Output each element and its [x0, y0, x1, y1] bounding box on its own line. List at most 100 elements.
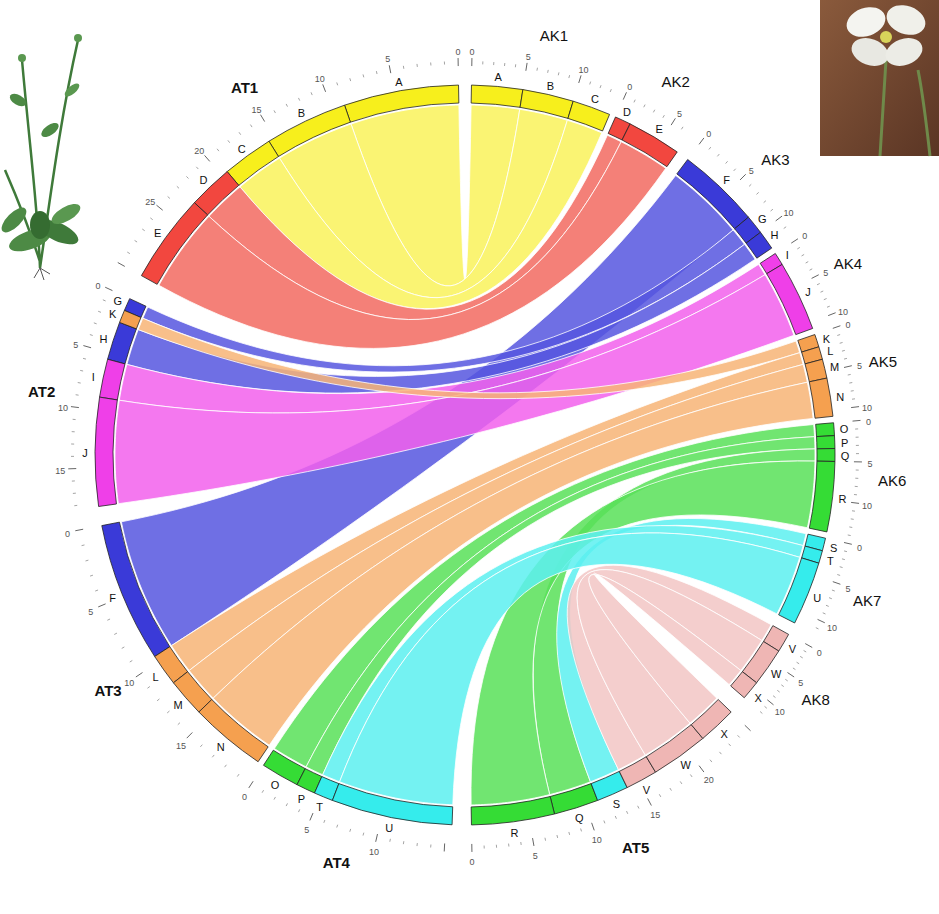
scale-number: 10 — [775, 702, 785, 718]
scale-number: 5 — [526, 47, 531, 63]
scale-tick — [648, 798, 652, 805]
scale-tick — [122, 647, 125, 648]
scale-tick — [709, 147, 711, 149]
block-letter: A — [395, 77, 402, 88]
scale-tick — [74, 505, 77, 506]
scale-tick — [200, 745, 202, 747]
scale-tick — [842, 350, 845, 352]
scale-number: 5 — [749, 161, 754, 177]
chromosome-name: AK2 — [662, 74, 690, 89]
block-label: W — [771, 665, 781, 681]
scale-number: 5 — [857, 356, 862, 372]
scale-tick — [311, 92, 312, 95]
scale-number: 10 — [369, 842, 379, 858]
scale-tick — [852, 510, 855, 511]
scale-tick — [826, 605, 829, 606]
scale-tick — [592, 823, 595, 831]
scale-tick — [336, 82, 338, 85]
scale-tick — [239, 132, 241, 134]
block-label: S — [613, 795, 620, 811]
chromosome-name: AK1 — [540, 28, 568, 44]
scale-number: 25 — [145, 192, 155, 208]
block-letter: M — [174, 700, 183, 711]
scale-tick — [851, 502, 859, 504]
scale-tick — [833, 582, 841, 585]
scale-number: 0 — [706, 130, 711, 139]
scale-tick — [72, 480, 75, 481]
scale-number: 5 — [88, 602, 93, 618]
chromosome-name: AT3 — [94, 683, 121, 698]
synteny-ribbon — [471, 461, 815, 805]
scale-tick — [844, 358, 847, 360]
scale-number: 25 — [145, 198, 155, 207]
scale-tick — [806, 262, 809, 263]
scale-tick — [849, 382, 852, 384]
scale-tick — [785, 679, 787, 681]
block-letter: J — [82, 448, 88, 459]
scale-number: 5 — [823, 263, 828, 279]
scale-number: 20 — [194, 141, 204, 157]
scale-tick — [856, 470, 859, 471]
scale-number: 20 — [194, 147, 204, 156]
scale-number: 15 — [55, 461, 65, 477]
scale-number: 10 — [315, 69, 325, 85]
block-label: W — [680, 756, 690, 772]
scale-tick — [829, 598, 832, 599]
scale-number: 0 — [857, 538, 862, 554]
scale-number: 10 — [124, 673, 134, 689]
scale-tick — [363, 833, 365, 836]
scale-tick — [75, 529, 83, 531]
scale-tick — [482, 61, 483, 64]
scale-tick — [212, 755, 214, 757]
scale-number: 15 — [176, 736, 186, 752]
scale-tick — [136, 673, 143, 677]
block-letter: Q — [841, 451, 850, 462]
scale-tick — [784, 227, 786, 229]
block-label: X — [755, 689, 762, 705]
scale-tick — [568, 75, 570, 78]
scale-number: 20 — [704, 770, 714, 786]
block-label: D — [199, 171, 207, 187]
scale-tick — [771, 209, 773, 211]
scale-tick — [644, 105, 645, 108]
scale-number: 5 — [823, 269, 828, 278]
scale-tick — [187, 732, 193, 738]
scale-tick — [699, 766, 704, 772]
scale-number: 5 — [533, 846, 538, 862]
scale-number: 5 — [857, 362, 862, 371]
scale-tick — [681, 127, 683, 129]
block-letter: O — [840, 424, 849, 435]
scale-number: 15 — [650, 805, 660, 821]
scale-tick — [471, 58, 472, 66]
scale-tick — [127, 252, 130, 254]
scale-number: 10 — [58, 398, 68, 414]
block-letter: H — [770, 230, 778, 241]
scale-number: 5 — [677, 104, 682, 120]
chromosome-name: AK6 — [878, 473, 906, 489]
chromosome-name: AK4 — [834, 256, 862, 271]
scale-tick — [107, 619, 110, 620]
scale-tick — [855, 486, 858, 487]
synteny-ribbon — [340, 533, 800, 805]
scale-tick — [773, 696, 775, 698]
scale-tick — [663, 115, 665, 118]
chromosome-name: AK4 — [834, 256, 862, 272]
block-label: V — [789, 640, 796, 656]
block-label: S — [830, 539, 837, 555]
scale-tick — [777, 690, 779, 692]
scale-number: 10 — [827, 624, 837, 633]
block-letter: N — [217, 742, 225, 753]
block-letter: P — [841, 438, 848, 449]
scale-tick — [76, 394, 79, 395]
scale-number: 0 — [470, 42, 475, 58]
scale-tick — [105, 287, 112, 290]
scale-tick — [764, 201, 766, 203]
chromosome-name: AK8 — [801, 692, 829, 707]
block-label: F — [723, 171, 730, 187]
block-letter: X — [755, 693, 762, 704]
scale-tick — [98, 604, 105, 607]
scale-tick — [634, 100, 635, 103]
block-letter: I — [786, 250, 789, 261]
block-label: I — [786, 246, 789, 262]
scale-tick — [196, 167, 198, 169]
